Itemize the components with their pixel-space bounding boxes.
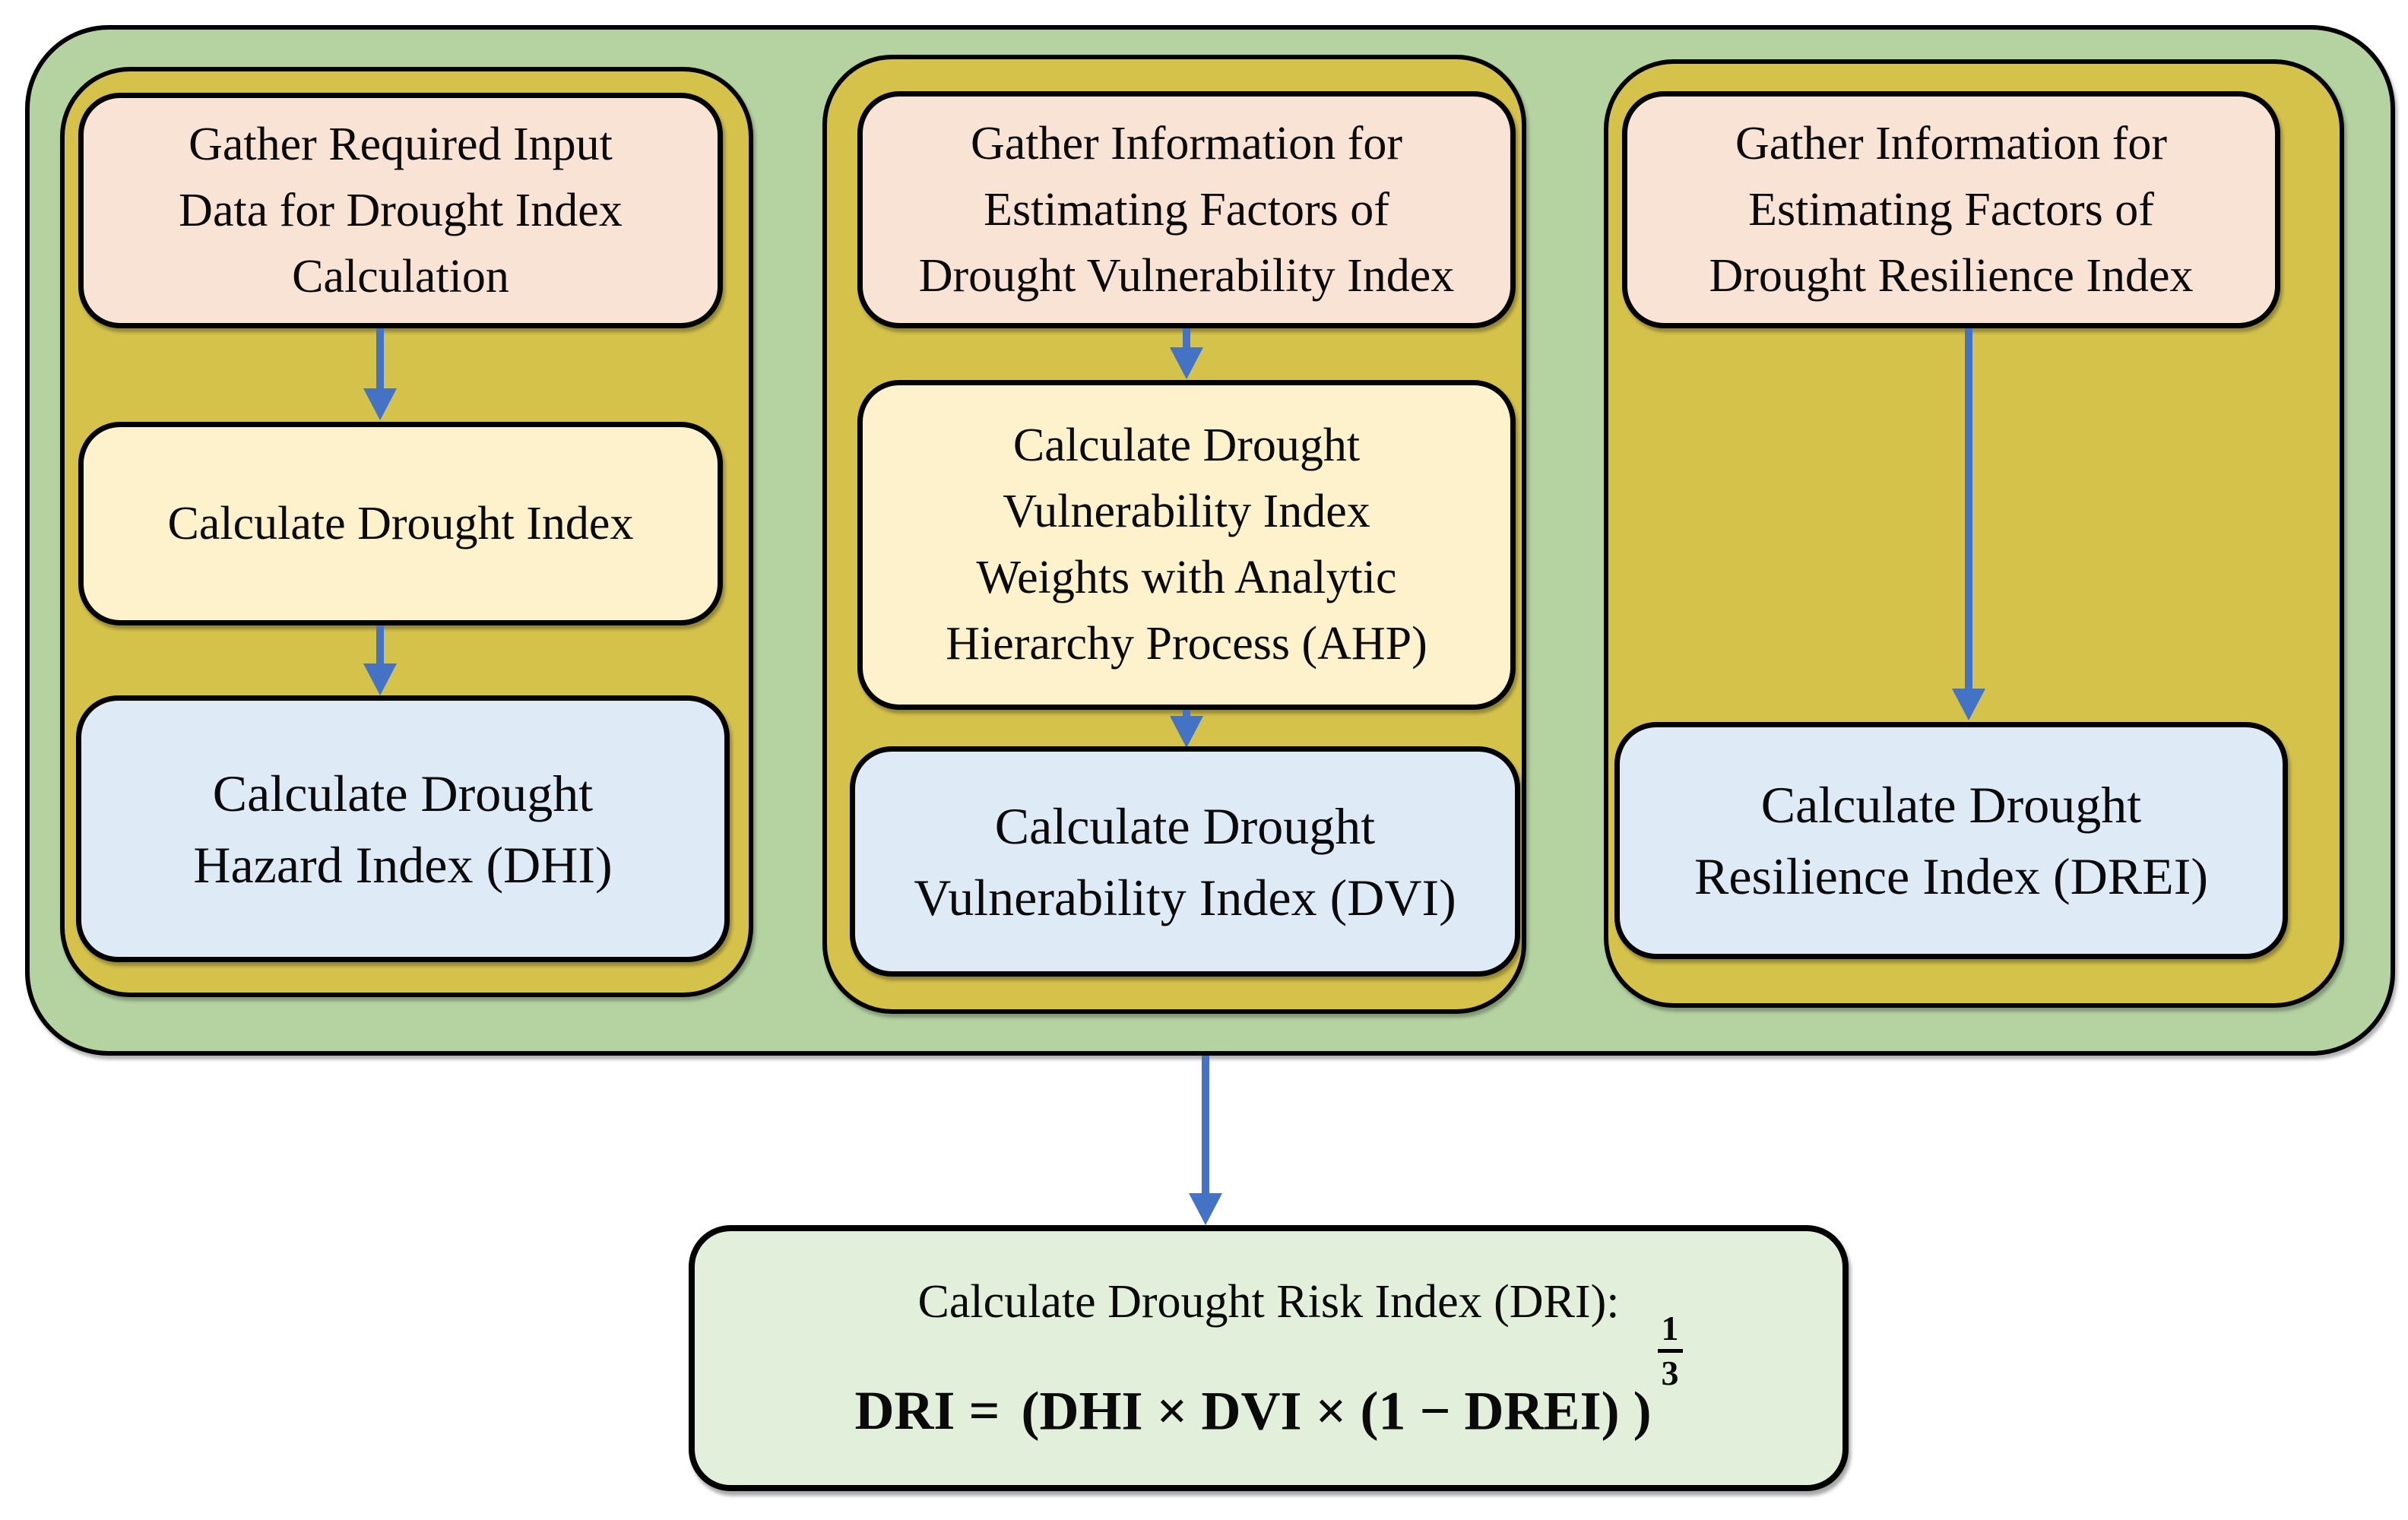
text-line: Vulnerability Index (DVI): [914, 868, 1456, 926]
formula-body: (DHI × DVI × (1 − DREI) ): [1021, 1380, 1652, 1442]
arrow-head-icon: [363, 663, 397, 695]
arrow-head-icon: [363, 388, 397, 420]
exponent-numerator: 1: [1657, 1309, 1683, 1354]
text-line: Weights with Analytic: [976, 552, 1397, 603]
arrow-vulnerability-2: [1170, 710, 1203, 748]
calculate-dhi-box: Calculate Drought Hazard Index (DHI): [76, 695, 730, 962]
arrow-head-icon: [1189, 1193, 1222, 1225]
arrow-shaft: [1183, 328, 1190, 353]
arrow-shaft: [1965, 328, 1972, 695]
calculate-dvi-box: Calculate Drought Vulnerability Index (D…: [850, 746, 1520, 977]
calculate-ahp-weights-box: Calculate Drought Vulnerability Index We…: [857, 380, 1516, 710]
calculate-drei-box: Calculate Drought Resilience Index (DREI…: [1614, 722, 2288, 959]
arrow-head-icon: [1952, 689, 1985, 720]
text-line: Drought Resilience Index: [1709, 249, 2194, 302]
gather-input-box-hazard: Gather Required Input Data for Drought I…: [78, 93, 723, 328]
text-line: Vulnerability Index: [1003, 486, 1370, 537]
calculate-dri-box: Calculate Drought Risk Index (DRI): DRI …: [689, 1225, 1849, 1491]
text-line: Drought Vulnerability Index: [918, 249, 1455, 302]
text-line: Estimating Factors of: [1748, 183, 2154, 236]
exponent-denominator: 3: [1661, 1354, 1679, 1393]
text-line: Calculate Drought: [1760, 776, 2142, 834]
arrow-resilience-long: [1952, 328, 1985, 720]
text-line: Calculate Drought: [994, 796, 1376, 855]
gather-input-box-resilience: Gather Information for Estimating Factor…: [1622, 91, 2280, 328]
text-line: Hierarchy Process (AHP): [946, 618, 1427, 670]
arrow-head-icon: [1170, 716, 1203, 748]
arrow-to-final: [1189, 1056, 1222, 1225]
arrow-vulnerability-1: [1170, 328, 1203, 379]
text-line: Calculation: [292, 250, 509, 302]
text-line: Calculate Drought: [1012, 420, 1361, 471]
text-line: Data for Drought Index: [179, 184, 623, 236]
arrow-hazard-1: [363, 328, 397, 420]
text-line: Gather Information for: [970, 117, 1403, 169]
final-box-title: Calculate Drought Risk Index (DRI):: [917, 1275, 1620, 1328]
arrow-hazard-2: [363, 625, 397, 695]
arrow-shaft: [376, 328, 384, 394]
text-line: Estimating Factors of: [984, 183, 1389, 236]
text-line: Gather Information for: [1735, 117, 2168, 169]
text-line: Resilience Index (DREI): [1694, 847, 2208, 905]
formula-lhs: DRI =: [854, 1380, 1000, 1442]
arrow-head-icon: [1170, 347, 1203, 379]
gather-input-box-vulnerability: Gather Information for Estimating Factor…: [857, 91, 1516, 328]
text-line: Calculate Drought Index: [167, 497, 634, 549]
text-line: Hazard Index (DHI): [193, 835, 613, 894]
text-line: Calculate Drought: [212, 764, 594, 822]
calculate-drought-index-box: Calculate Drought Index: [78, 422, 723, 625]
text-line: Gather Required Input: [189, 118, 613, 170]
arrow-shaft: [376, 625, 384, 670]
arrow-shaft: [1202, 1056, 1209, 1199]
